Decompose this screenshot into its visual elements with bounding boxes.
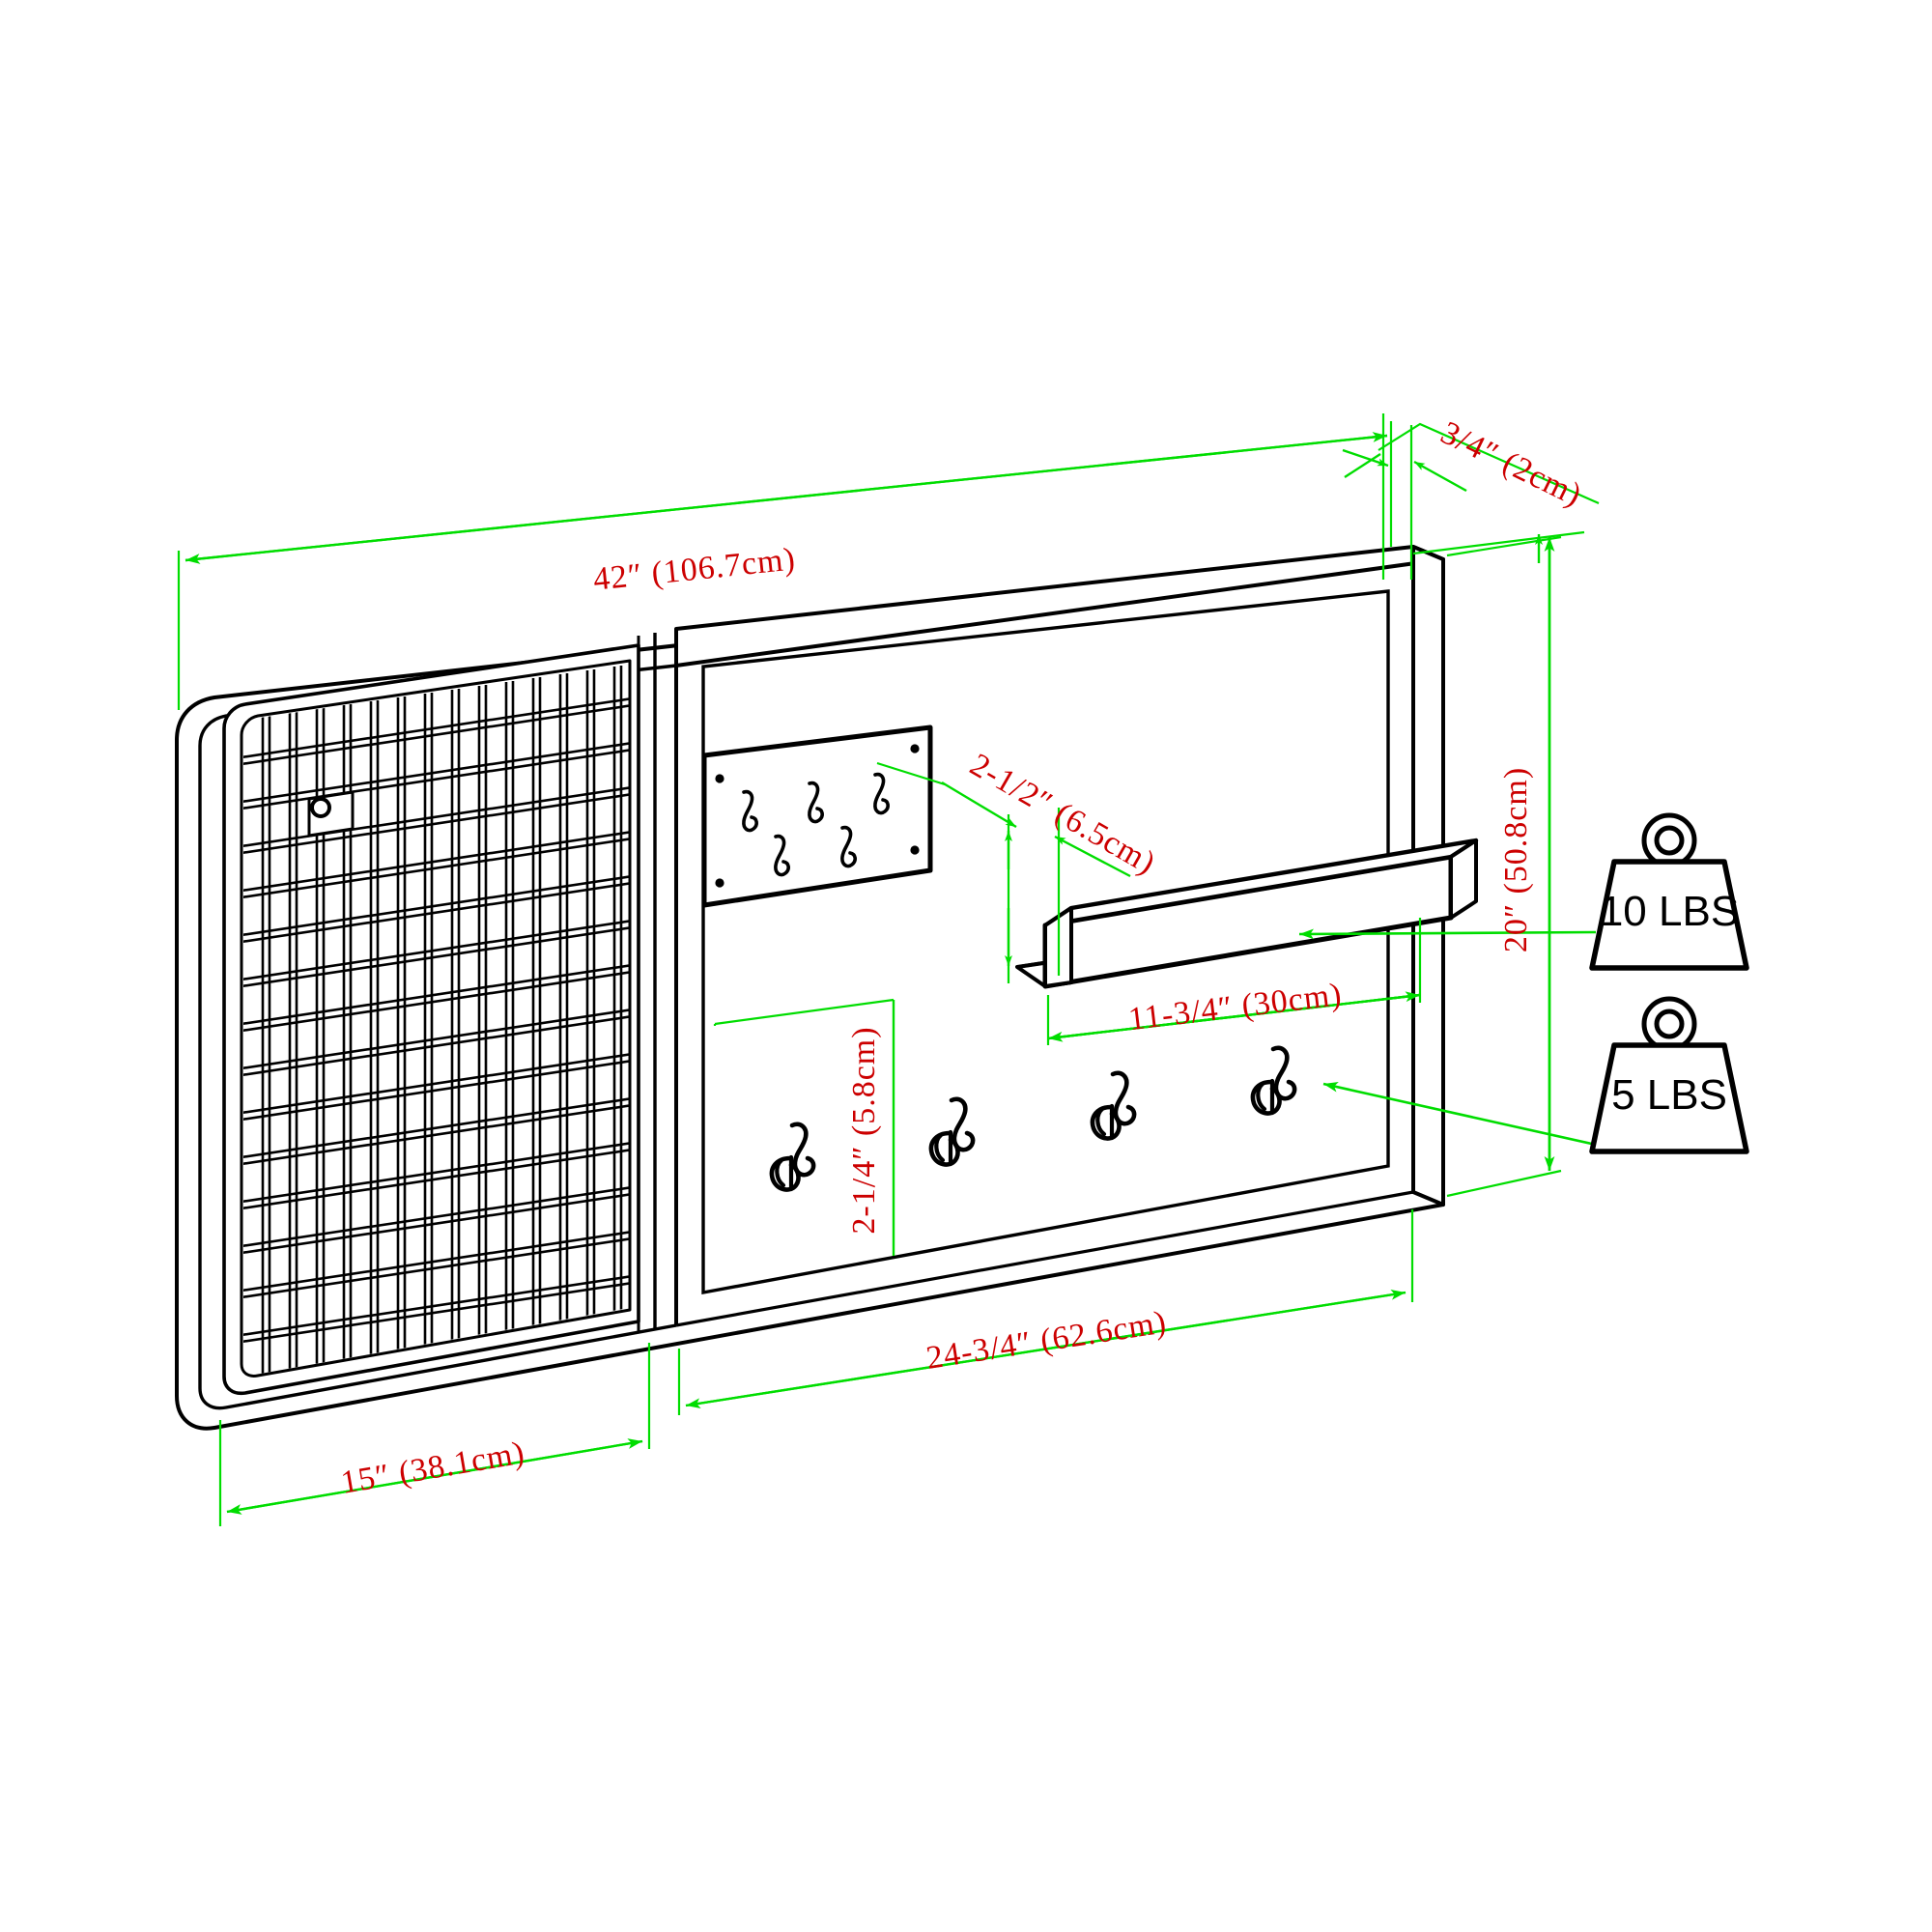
dim-line-board-width-r (685, 1289, 1406, 1407)
board-frame-inner-outline-1 (198, 1323, 677, 1410)
board-bottom-inner-edge (675, 1190, 1414, 1327)
dim-leader-shelf-depth (876, 761, 946, 786)
plate-screw-hole (910, 744, 920, 753)
dimension-lines (177, 413, 1600, 1526)
organizer-board (175, 545, 1479, 1431)
leader-10lbs-to-shelf (1298, 928, 1597, 940)
weight-5lbs: 5 LBS (1592, 999, 1747, 1151)
key-hook-plate-face (701, 724, 933, 908)
mesh-frame-inner (240, 659, 632, 1378)
dim-arrow-shelf-depth-a (941, 781, 1017, 829)
key-hook-plate (701, 724, 933, 908)
overall-height-label: 20″ (50.8cm) (1498, 767, 1534, 952)
hook-projection-label: 2-1/4″ (5.8cm) (846, 1026, 882, 1234)
dim-line-mesh-width-r (226, 1438, 643, 1514)
dim-arrow-thickness-a (1342, 448, 1389, 468)
ext-line-height-bottom (1446, 1169, 1562, 1198)
shelf-lip-right-face (1449, 838, 1478, 920)
dim-arrow-thickness-b (1413, 460, 1467, 493)
mesh-wires (243, 666, 629, 1375)
weight-10lbs-label: 10 LBS (1600, 888, 1739, 935)
leader-5lbs-to-hook (1322, 1082, 1597, 1147)
dim-line-shelf-width-r (1047, 991, 1421, 1040)
dim-leader-thickness (1344, 452, 1381, 479)
mail-shelf-ledge (1015, 838, 1479, 989)
dim-leader-hook-projection (714, 998, 895, 1026)
plate-screw-hole (715, 878, 724, 888)
weight-5lbs-label: 5 LBS (1611, 1071, 1727, 1119)
dim-arrow-shelf-depth-b (1054, 835, 1131, 878)
plate-screw-hole (715, 774, 724, 783)
dim-line-overall-width-b (185, 432, 1388, 562)
board-inner-panel-outline (701, 589, 1390, 1295)
plate-screw-hole (910, 845, 920, 855)
keyhole-mount (307, 790, 355, 838)
ext-line-thickness-top (1412, 530, 1585, 555)
wire-mesh-grid-panel (222, 643, 640, 1396)
ext-line-height-top (1446, 535, 1562, 557)
dim-leader-thickness-2 (1378, 422, 1600, 505)
weight-10lbs: 10 LBS (1592, 815, 1747, 968)
